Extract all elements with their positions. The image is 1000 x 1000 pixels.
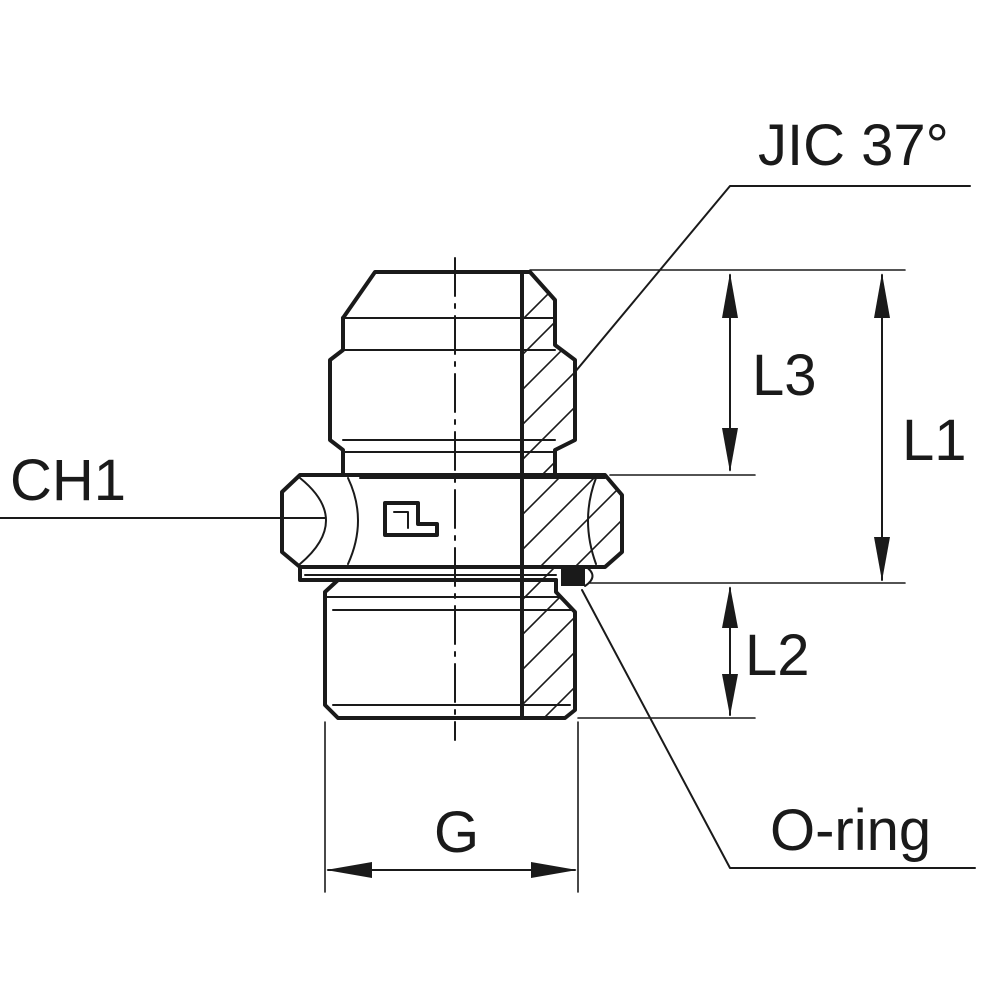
label-oring: O-ring <box>770 798 931 863</box>
label-l2: L2 <box>745 623 810 688</box>
label-l3: L3 <box>752 343 817 408</box>
dimension-g <box>326 862 577 878</box>
label-ch1: CH1 <box>10 448 126 513</box>
leader-lines <box>0 185 976 869</box>
o-ring-seal <box>561 565 594 587</box>
label-jic: JIC 37° <box>758 113 949 178</box>
label-l1: L1 <box>902 408 967 473</box>
threaded-stud <box>323 578 577 720</box>
jic-male-end <box>328 270 577 477</box>
dimension-l2 <box>722 586 738 716</box>
leader-oring <box>581 589 976 869</box>
hex-body <box>280 473 624 569</box>
leader-jic <box>574 185 971 373</box>
dimension-l1 <box>874 273 890 581</box>
collar <box>298 565 558 599</box>
dimensions <box>324 269 906 893</box>
dimension-l3 <box>722 273 738 472</box>
manufacturer-logo <box>383 501 439 537</box>
label-g: G <box>434 800 479 865</box>
fitting-body <box>280 257 624 741</box>
